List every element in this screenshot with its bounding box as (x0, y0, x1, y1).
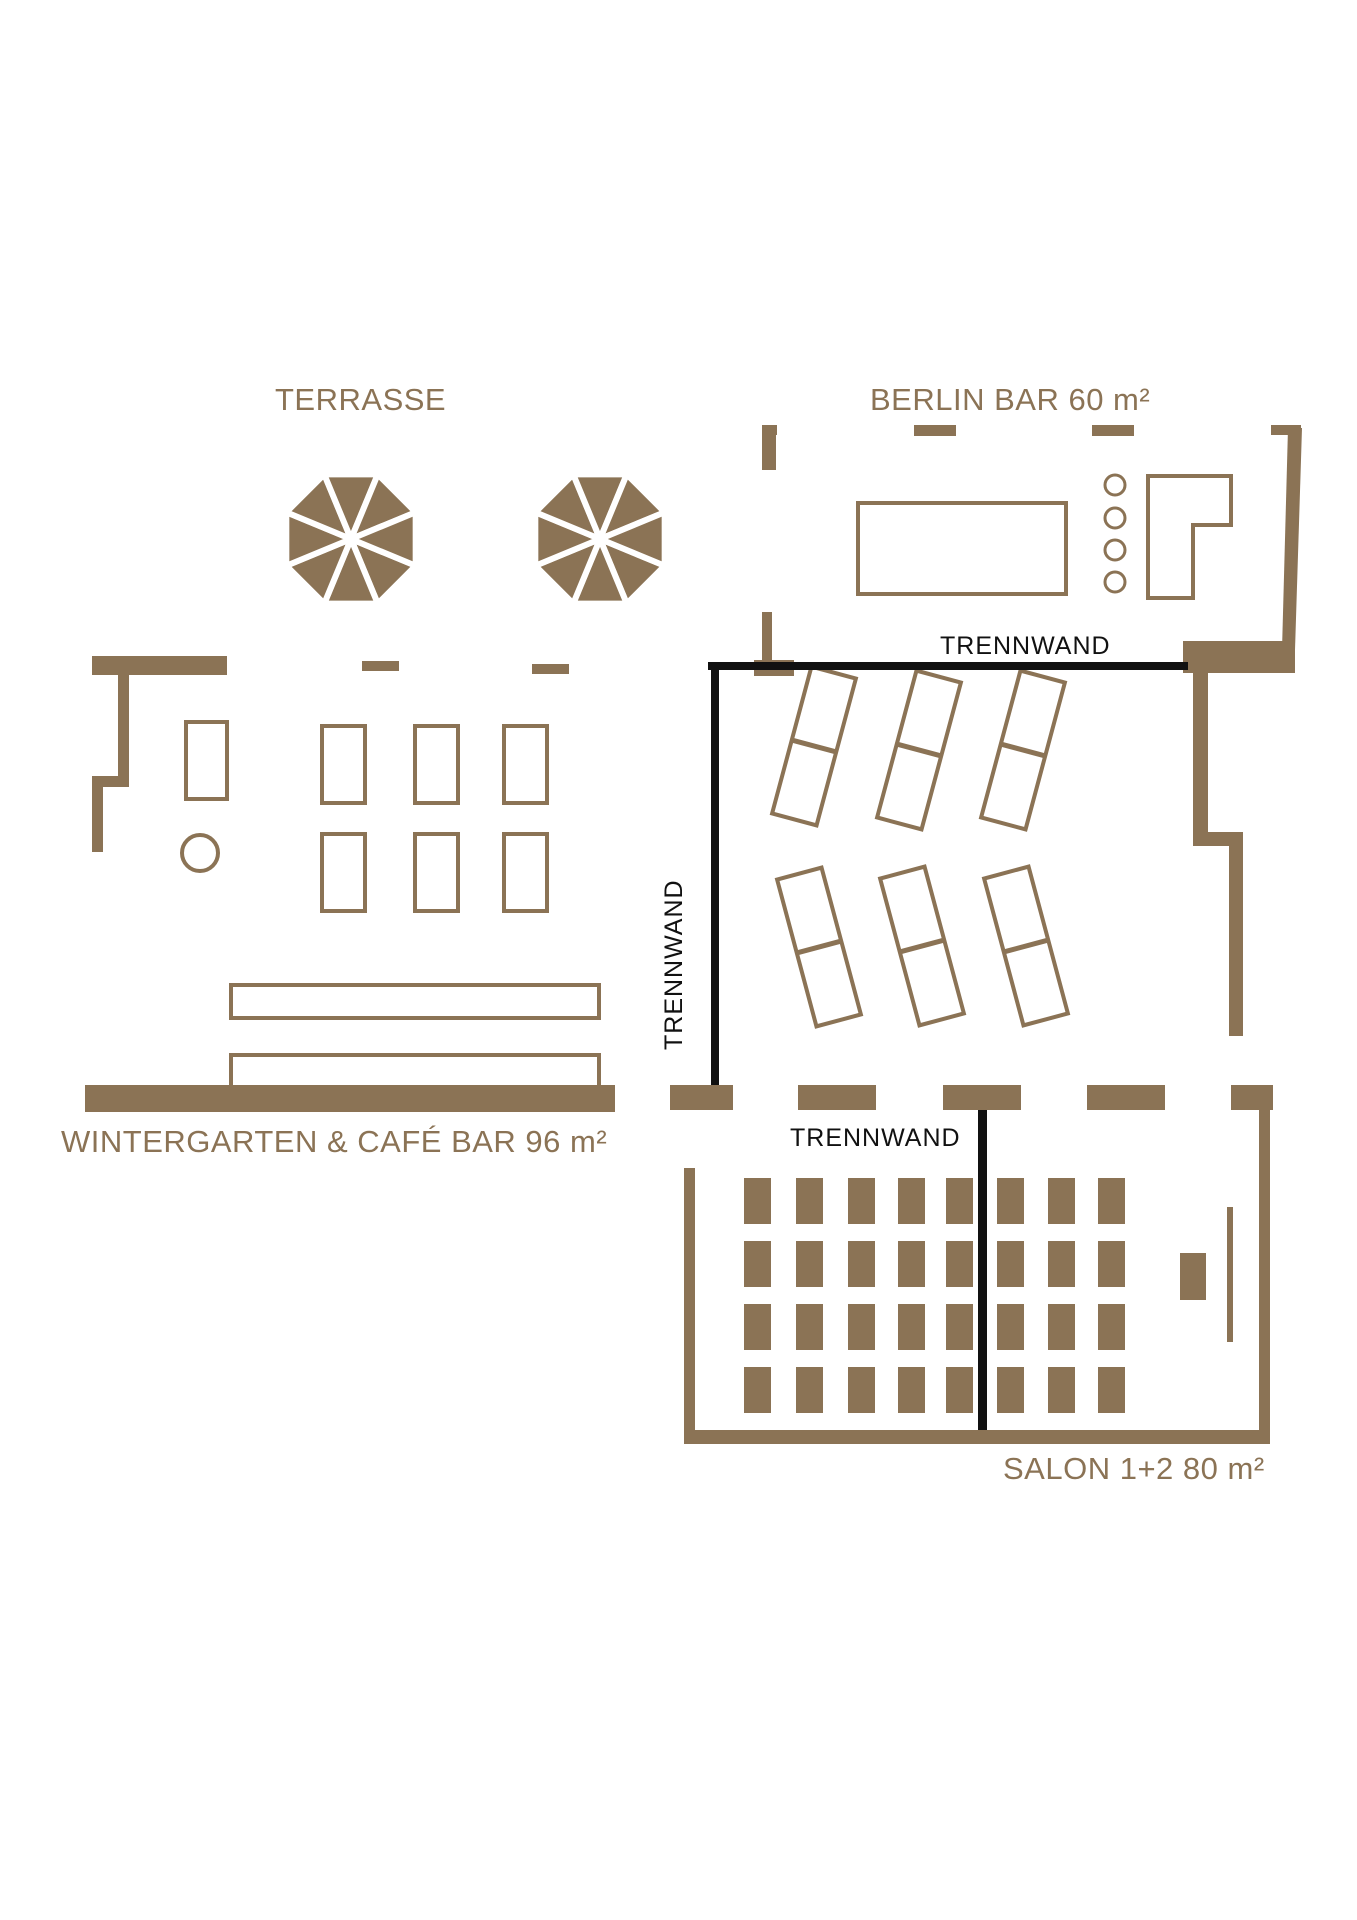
salon-chair (997, 1304, 1024, 1350)
salon-chairs (744, 1178, 1125, 1413)
partition-walls (708, 662, 1188, 1430)
central-room-tables (769, 664, 1071, 1029)
double-table (874, 668, 964, 832)
umbrella-icon (532, 471, 668, 607)
bar-l-counter (1146, 474, 1233, 600)
partition-label-top: TRENNWAND (940, 632, 1111, 660)
salon-chair (848, 1241, 875, 1287)
salon-chair (1098, 1241, 1125, 1287)
umbrella-icon (283, 471, 419, 607)
bar-stool-icon (1103, 473, 1127, 497)
salon-chair (796, 1241, 823, 1287)
salon-chair (1098, 1178, 1125, 1224)
salon-chair (1048, 1367, 1075, 1413)
salon-chair (946, 1178, 973, 1224)
salon-chair (1048, 1178, 1075, 1224)
table-divider (1003, 937, 1049, 955)
salon-chair (997, 1367, 1024, 1413)
salon-chair (898, 1241, 925, 1287)
salon-chair (997, 1178, 1024, 1224)
bar-counter (856, 501, 1068, 596)
partition-label-left: TRENNWAND (660, 879, 688, 1050)
salon-chair (744, 1367, 771, 1413)
umbrella-panel (597, 509, 668, 569)
partition-left (711, 662, 719, 1085)
salon-chair (1098, 1304, 1125, 1350)
double-table (769, 664, 859, 828)
salon-chair (744, 1304, 771, 1350)
salon-chair (946, 1241, 973, 1287)
room-label-terrasse: TERRASSE (275, 382, 447, 417)
bar-stool-icon (1103, 538, 1127, 562)
table-divider (796, 938, 842, 956)
salon-chair (796, 1178, 823, 1224)
salon-chair (848, 1367, 875, 1413)
salon-chair (1048, 1241, 1075, 1287)
salon-chair (946, 1367, 973, 1413)
salon-chair (848, 1304, 875, 1350)
room-label-berlin-bar: BERLIN BAR 60 m² (870, 382, 1151, 417)
salon-chair (898, 1304, 925, 1350)
table-divider (896, 741, 942, 759)
table-divider (791, 737, 837, 755)
salon-chair (796, 1304, 823, 1350)
salon-chair (796, 1367, 823, 1413)
bar-stool-icon (1103, 506, 1127, 530)
wintergarten-walls (85, 656, 733, 1112)
double-table (877, 864, 967, 1028)
table-divider (899, 937, 945, 955)
room-label-salon: SALON 1+2 80 m² (1003, 1451, 1265, 1486)
salon-chair (898, 1178, 925, 1224)
double-table (981, 864, 1071, 1028)
partition-salon (978, 1110, 987, 1430)
salon-walls (684, 1085, 1270, 1444)
salon-chair (898, 1367, 925, 1413)
salon-chair (744, 1178, 771, 1224)
table-divider (1000, 741, 1046, 759)
salon-chair (1098, 1367, 1125, 1413)
double-table (774, 865, 864, 1029)
salon-chair (946, 1304, 973, 1350)
partition-top (708, 662, 1188, 670)
wintergarten-tables (180, 720, 601, 1089)
bar-stools (1103, 473, 1127, 594)
room-label-wintergarten: WINTERGARTEN & CAFÉ BAR 96 m² (61, 1124, 608, 1159)
salon-chair (1048, 1304, 1075, 1350)
umbrella-panel (348, 509, 419, 569)
salon-chair (997, 1241, 1024, 1287)
salon-chair (744, 1241, 771, 1287)
central-room-walls (798, 670, 1273, 1110)
salon-chair (848, 1178, 875, 1224)
double-table (978, 668, 1068, 832)
partition-label-bottom: TRENNWAND (790, 1124, 961, 1152)
bar-stool-icon (1103, 570, 1127, 594)
